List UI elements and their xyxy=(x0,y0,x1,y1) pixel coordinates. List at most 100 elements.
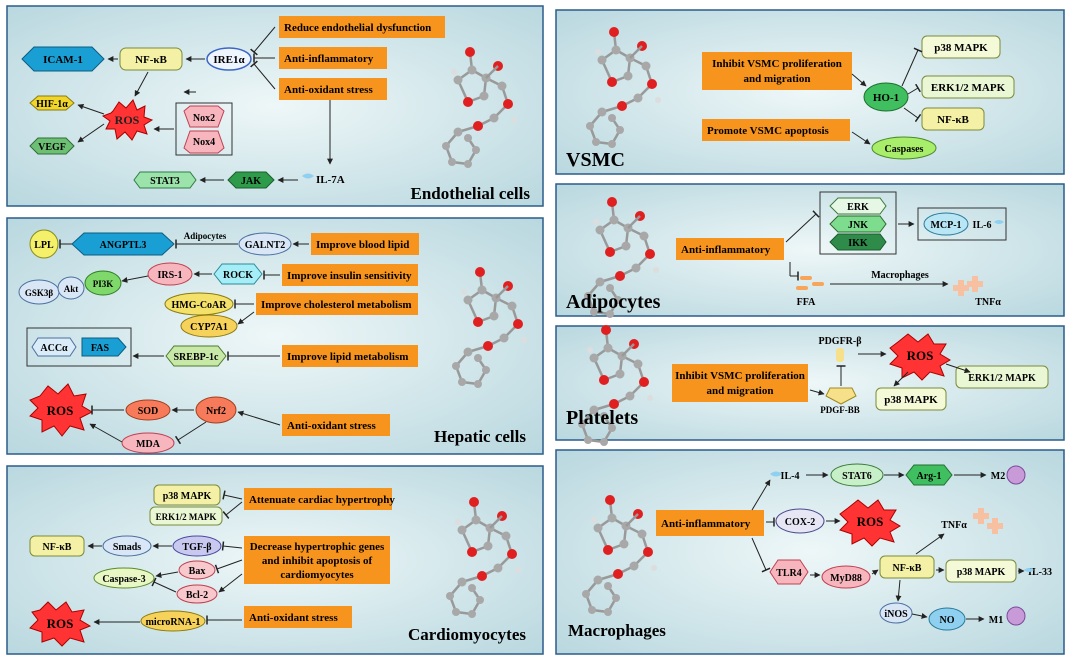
sod-label: SOD xyxy=(138,406,159,417)
rock-label: ROCK xyxy=(223,270,253,281)
effect-box xyxy=(702,119,850,141)
erk-label: ERK xyxy=(847,202,869,213)
nfkb-node xyxy=(119,47,183,71)
m2-cell-icon xyxy=(1006,465,1026,485)
mcp1-label: MCP-1 xyxy=(930,220,961,231)
m1-cell-icon xyxy=(1006,606,1026,626)
arrow xyxy=(77,103,105,115)
ros-node xyxy=(29,383,94,437)
erk12-label: ERK1/2 MAPK xyxy=(156,512,217,522)
effect-label: Anti-inflammatory xyxy=(284,53,374,65)
arrow xyxy=(751,479,771,511)
cox2-node xyxy=(775,508,825,534)
microrna1-label: microRNA-1 xyxy=(146,617,201,628)
panel-hepatic xyxy=(6,217,544,455)
arrow xyxy=(237,410,281,426)
effect-label: Inhibit VSMC proliferation xyxy=(712,58,842,70)
effect-label: cardiomyocytes xyxy=(280,569,354,581)
cox2-label: COX-2 xyxy=(785,517,816,528)
effect-label: and migration xyxy=(744,73,811,85)
panel-title: Endothelial cells xyxy=(411,184,531,203)
p38-node xyxy=(153,484,221,506)
pi3k-node xyxy=(84,270,122,296)
arrow xyxy=(221,541,243,551)
fas-node xyxy=(81,337,127,357)
no-label: NO xyxy=(940,615,955,626)
nox2-node xyxy=(183,105,225,128)
icam1-node xyxy=(21,46,105,72)
effect-label: Anti-oxidant stress xyxy=(287,420,376,432)
arrow xyxy=(915,533,945,555)
jak-node xyxy=(227,171,275,189)
sod-node xyxy=(125,399,171,421)
effect-box xyxy=(282,264,418,286)
erk12-node xyxy=(921,75,1015,99)
pdgfbb-node xyxy=(825,387,857,405)
effect-label: Improve blood lipid xyxy=(316,239,409,251)
il6-icon xyxy=(994,220,1004,224)
adipocytes-section: Adipocytes Anti-inflammatory ERK JNK IKK… xyxy=(566,191,1007,320)
mda-label: MDA xyxy=(136,439,161,450)
macrophages-label: Macrophages xyxy=(871,270,929,281)
effect-label: Attenuate cardiac hypertrophy xyxy=(249,494,395,506)
stat6-node xyxy=(830,463,884,487)
arrow xyxy=(214,559,243,574)
nrf2-label: Nrf2 xyxy=(206,406,226,417)
effect-label: Promote VSMC apoptosis xyxy=(707,125,830,137)
effect-box xyxy=(656,510,764,536)
hif1a-node xyxy=(29,95,75,111)
arrow xyxy=(250,26,276,56)
bax-label: Bax xyxy=(189,566,206,577)
arrow xyxy=(851,131,871,145)
acc-fas-group xyxy=(26,327,132,367)
arrow xyxy=(237,311,255,325)
cardiomyocytes-section: Attenuate cardiac hypertrophy Decrease h… xyxy=(29,484,526,647)
myd88-label: MyD88 xyxy=(830,573,862,584)
arrow xyxy=(77,123,105,143)
pdgfrb-icon xyxy=(836,348,844,362)
angptl3-label: ANGPTL3 xyxy=(100,240,147,251)
effect-label: Improve insulin sensitivity xyxy=(287,270,412,282)
inos-node xyxy=(879,602,913,624)
arrow xyxy=(121,275,149,283)
erk12-label: ERK1/2 MAPK xyxy=(931,82,1006,94)
panel-title: Cardiomyocytes xyxy=(408,625,526,644)
panel-adipocytes xyxy=(555,183,1065,317)
nfkb-node xyxy=(879,555,935,579)
effect-label: and migration xyxy=(707,385,774,397)
no-node xyxy=(928,607,966,631)
effect-label: Reduce endothelial dysfunction xyxy=(284,22,431,34)
gsk3b-label: GSK3β xyxy=(25,288,54,298)
jak-label: JAK xyxy=(241,176,261,187)
adipocytes-label: Adipocytes xyxy=(184,231,227,241)
effect-label: Anti-oxidant stress xyxy=(249,612,338,624)
srebp1c-node xyxy=(165,345,227,367)
p38-label: p38 MAPK xyxy=(163,491,212,502)
acca-label: ACCα xyxy=(40,343,68,354)
arrow xyxy=(851,73,867,87)
nfkb-node xyxy=(921,107,985,131)
effect-box xyxy=(244,488,392,510)
il33-label: IL-33 xyxy=(1028,567,1052,578)
ros-node xyxy=(101,99,154,141)
arrow xyxy=(751,537,771,573)
mcp1-il6-group xyxy=(917,207,1007,241)
pdgfrb-label: PDGFR-β xyxy=(818,336,861,347)
lpl-node xyxy=(29,229,59,259)
arrow xyxy=(155,571,179,578)
bcl2-node xyxy=(176,584,218,604)
effect-box xyxy=(279,78,387,100)
arrow xyxy=(945,363,971,374)
nox-group xyxy=(175,102,233,156)
arrow xyxy=(901,47,923,87)
erk12-node xyxy=(149,506,223,526)
il7a-icon xyxy=(302,173,314,179)
smads-node xyxy=(102,535,152,557)
effect-box xyxy=(279,16,445,38)
platelets-section: Platelets Inhibit VSMC proliferation and… xyxy=(566,323,1049,448)
irs1-node xyxy=(147,262,193,286)
jnk-label: JNK xyxy=(848,220,868,231)
nfkb-label: NF-κB xyxy=(135,54,167,66)
ros-label: ROS xyxy=(115,113,140,127)
stat3-label: STAT3 xyxy=(150,176,180,187)
